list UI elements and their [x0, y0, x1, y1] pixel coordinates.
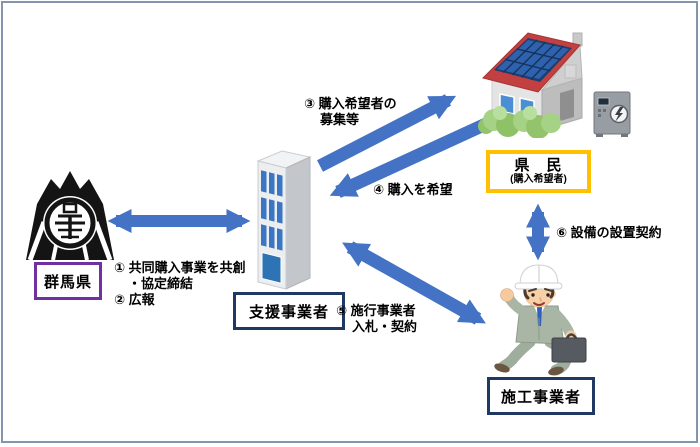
annotation-line: ⑤ 施行事業者	[336, 303, 416, 318]
gunma-label: 群馬県	[43, 273, 92, 291]
arrow-support-contractor	[342, 241, 486, 325]
annotation-line: ③ 購入希望者の	[304, 96, 397, 111]
gunma-label-box: 群馬県	[34, 262, 102, 300]
citizens-label-box: 県 民 (購入希望者)	[486, 150, 591, 193]
annotation-step-4: ④ 購入を希望	[373, 182, 453, 198]
citizens-sublabel: (購入希望者)	[510, 174, 567, 186]
solar-house-icon	[478, 18, 638, 139]
annotation-line: ④ 購入を希望	[373, 182, 453, 197]
office-building-icon	[252, 141, 316, 293]
storage-battery-icon	[593, 91, 631, 137]
annotation-line: ⑥ 設備の設置契約	[556, 225, 662, 240]
annotation-line: ② 広報	[114, 292, 155, 307]
contractor-label-box: 施工事業者	[487, 377, 595, 415]
contractor-label: 施工事業者	[500, 388, 581, 406]
arrow-citizens-to-support	[329, 118, 489, 198]
annotation-step-5: ⑤ 施行事業者 入札・契約	[336, 303, 417, 335]
arrow-support-to-citizens	[317, 94, 457, 172]
annotation-line: ・協定締結	[128, 276, 194, 291]
support-operator-label-box: 支援事業者	[233, 292, 345, 330]
solar-panel	[494, 38, 572, 82]
citizens-label: 県 民	[514, 156, 563, 174]
annotation-steps-1-2: ① 共同購入事業を共創 ・協定締結 ② 広報	[114, 260, 246, 308]
support-operator-label: 支援事業者	[248, 303, 329, 321]
annotation-step-3: ③ 購入希望者の 募集等	[304, 96, 397, 128]
gunma-crest-icon	[24, 168, 116, 264]
construction-worker-icon	[490, 254, 602, 376]
annotation-line: ① 共同購入事業を共創	[114, 260, 246, 275]
annotation-step-6: ⑥ 設備の設置契約	[556, 225, 662, 241]
bushes	[478, 106, 561, 139]
annotation-line: 入札・契約	[352, 319, 418, 334]
annotation-line: 募集等	[320, 112, 360, 127]
